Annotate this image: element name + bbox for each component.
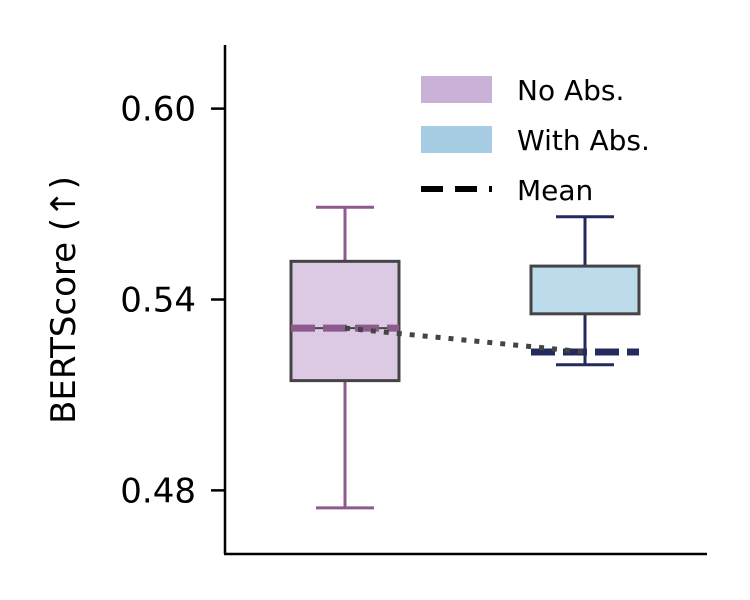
legend: No Abs. With Abs. Mean xyxy=(421,74,650,207)
y-tick-label: 0.54 xyxy=(120,281,196,321)
y-axis-label: BERTScore (↑) xyxy=(44,176,84,424)
legend-label: No Abs. xyxy=(517,74,624,107)
legend-swatch xyxy=(421,76,492,103)
y-ticks: 0.48 0.54 0.60 xyxy=(120,90,225,511)
box-series-with-abs xyxy=(529,215,641,367)
box-series-no-abs xyxy=(289,205,401,510)
legend-swatch xyxy=(421,126,492,153)
legend-label: Mean xyxy=(517,174,593,207)
box-plots xyxy=(289,205,641,510)
box-iqr xyxy=(289,259,401,383)
y-tick-label: 0.60 xyxy=(120,90,196,130)
box-iqr xyxy=(529,264,641,316)
y-tick-label: 0.48 xyxy=(120,471,196,511)
legend-label: With Abs. xyxy=(517,124,650,157)
mean-connector xyxy=(344,325,586,355)
mean-connector-group xyxy=(344,325,586,355)
